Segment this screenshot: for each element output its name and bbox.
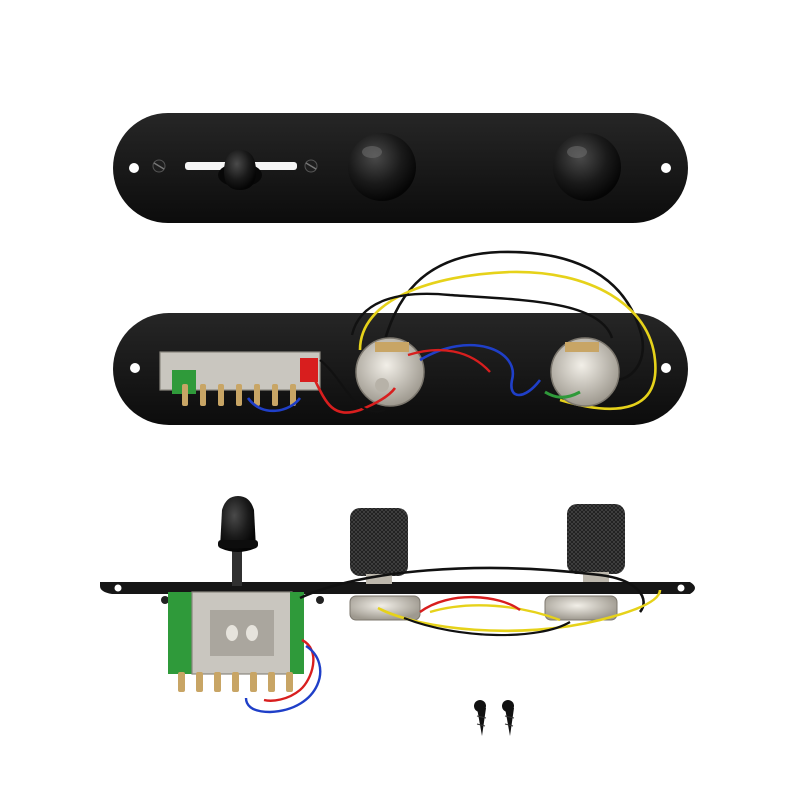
switch-body-rivet-right	[246, 625, 258, 641]
tone-pot-lugs	[565, 342, 599, 352]
selector-solder-lugs	[182, 384, 296, 406]
side-yellow-wire-loop	[429, 604, 561, 622]
side-screw-right	[316, 596, 324, 604]
switch-tip	[224, 150, 256, 190]
mount-hole-left	[129, 163, 139, 173]
blue-wire-switch	[246, 397, 302, 413]
tone-pot-side	[544, 595, 618, 621]
underside-view-group	[113, 250, 688, 425]
side-red-wire-pots	[419, 595, 521, 613]
side-blue-wire	[244, 644, 322, 714]
green-capacitor-lead	[544, 390, 581, 399]
switch-lever-tip-ring	[218, 540, 258, 548]
loose-screw-right	[502, 700, 515, 736]
volume-knob-top	[348, 133, 416, 201]
side-mount-hole-left	[114, 584, 122, 592]
switch-body-rivet-left	[226, 625, 238, 641]
red-wire-switch-to-pot	[308, 369, 397, 414]
switch-body-window	[210, 610, 274, 656]
blue-wire-pot-to-pot	[419, 343, 542, 397]
side-mount-hole-right	[677, 584, 685, 592]
loose-screws-group	[474, 700, 515, 736]
loose-screw-left	[474, 700, 487, 736]
side-control-plate	[100, 582, 695, 594]
side-screw-left	[161, 596, 169, 604]
tone-knob-collar	[583, 572, 609, 582]
tone-knob-top-highlight	[567, 146, 587, 158]
side-black-wire-long	[299, 566, 645, 613]
volume-pot-side	[349, 595, 421, 621]
top-view-plate-group	[113, 113, 688, 223]
volume-knob-knurled	[350, 508, 408, 576]
screw-slot-right	[305, 162, 317, 170]
tone-pot-underside	[550, 337, 620, 407]
volume-knob-top-highlight	[362, 146, 382, 158]
red-wire-pot-to-pot	[407, 348, 491, 373]
switch-lever-shaft	[232, 548, 242, 586]
underside-mount-hole-right	[661, 363, 671, 373]
volume-pot-lugs	[375, 342, 409, 352]
switch-lever-tip	[220, 496, 256, 552]
screw-slot-left	[153, 162, 165, 170]
black-wire-switch-to-pot	[319, 359, 386, 413]
volume-pot-underside	[355, 337, 425, 407]
side-view-group	[100, 496, 695, 714]
tone-knob-top	[553, 133, 621, 201]
switch-side-solder-lugs	[178, 672, 293, 692]
underside-mount-hole-left	[130, 363, 140, 373]
mount-hole-right	[661, 163, 671, 173]
volume-pot-solder-blob	[375, 378, 389, 392]
black-wire-loop-inner	[350, 292, 614, 339]
switch-side-board	[290, 592, 304, 674]
tone-knob-knurled	[567, 504, 625, 574]
volume-knob-collar	[366, 574, 392, 584]
side-black-wire-low	[403, 616, 571, 637]
